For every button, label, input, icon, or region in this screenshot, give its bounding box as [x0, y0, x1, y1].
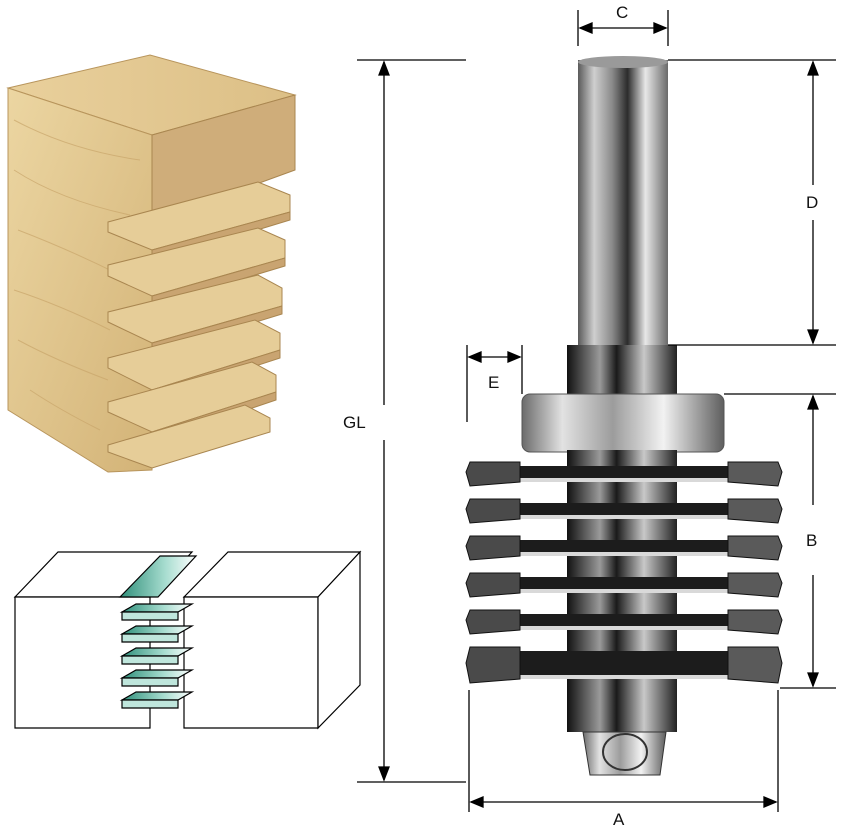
wood-fingers — [107, 181, 291, 469]
cutter-wing — [465, 609, 783, 635]
dimension-label-b: B — [806, 531, 817, 550]
dimension-label-gl: GL — [343, 413, 366, 432]
dimension-label-c: C — [616, 3, 628, 22]
dimension-lines — [357, 10, 836, 812]
cutter-wing — [465, 498, 783, 524]
dimension-labels: C D GL E B A — [343, 3, 818, 828]
wood-block-illustration — [6, 54, 297, 473]
bit-bearing — [521, 393, 725, 453]
joint-fingers — [119, 603, 195, 709]
cutter-wing — [465, 461, 783, 487]
dimension-label-d: D — [806, 193, 818, 212]
cutter-wing — [465, 646, 783, 684]
cutter-wing — [465, 572, 783, 598]
dimension-label-a: A — [613, 810, 625, 828]
cutter-wings — [465, 461, 783, 684]
bit-shank — [578, 60, 668, 348]
dimension-label-e: E — [488, 373, 499, 392]
bit-collar — [567, 345, 677, 400]
cutter-wing — [465, 535, 783, 561]
bit-nut — [582, 731, 667, 776]
joint-line-diagram — [13, 550, 362, 730]
router-bit — [465, 56, 783, 776]
